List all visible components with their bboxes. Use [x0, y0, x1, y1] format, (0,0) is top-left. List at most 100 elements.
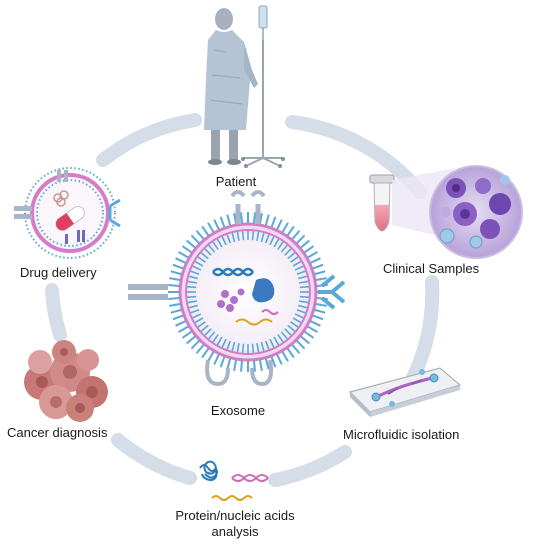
membrane-inner-lipid: [241, 343, 245, 353]
membrane-inner-lipid: [273, 238, 280, 248]
membrane-inner-lipid: [287, 324, 296, 332]
membrane-outer-lipid: [175, 257, 186, 264]
membrane-outer-lipid: [201, 347, 210, 359]
ring-arc-right: [405, 275, 440, 387]
membrane-inner-lipid: [231, 232, 236, 242]
label-protein-analysis-line2: analysis: [211, 524, 259, 539]
membrane-inner-lipid: [187, 300, 197, 304]
cycle-ring: [45, 113, 440, 487]
membrane-outer-lipid: [307, 325, 318, 333]
membrane-outer-lipid: [286, 225, 295, 237]
membrane-inner-lipid: [200, 252, 209, 260]
microfluidic-chip-icon: [348, 367, 462, 417]
membrane-outer-lipid: [240, 360, 243, 372]
membrane-outer-lipid: [219, 216, 226, 228]
membrane-outer-lipid: [168, 297, 180, 300]
membrane-outer-lipid: [270, 356, 277, 368]
membrane-inner-lipid: [294, 313, 304, 319]
membrane-inner-lipid: [212, 241, 219, 250]
membrane-outer-lipid: [233, 359, 238, 371]
membrane-outer-lipid: [291, 230, 301, 240]
membrane-inner-lipid: [265, 340, 270, 350]
membrane-inner-lipid: [256, 231, 260, 241]
membrane-inner-lipid: [236, 231, 240, 241]
membrane-outer-lipid: [169, 277, 181, 282]
membrane-outer-lipid: [190, 340, 200, 350]
membrane-inner-lipid: [284, 328, 292, 336]
tumor-cluster-icon: [24, 340, 108, 422]
membrane-inner-lipid: [251, 231, 255, 241]
membrane-outer-lipid: [168, 284, 180, 287]
label-protein-analysis-line1: Protein/nucleic acids: [175, 508, 295, 523]
membrane-inner-lipid: [290, 321, 299, 328]
membrane-outer-lipid: [181, 245, 193, 254]
membrane-inner-lipid: [221, 338, 227, 348]
ring-arc-top-left: [96, 113, 202, 167]
membrane-outer-lipid: [296, 234, 306, 244]
membrane-inner-lipid: [251, 343, 255, 353]
membrane-outer-lipid: [207, 351, 215, 362]
membrane-inner-lipid: [280, 331, 288, 340]
membrane-inner-lipid: [194, 317, 204, 324]
central-exosome-icon: [128, 190, 346, 387]
membrane-outer-lipid: [270, 216, 277, 228]
membrane-inner-lipid: [192, 313, 202, 319]
membrane-outer-lipid: [281, 351, 289, 362]
membrane-inner-lipid: [292, 317, 302, 324]
membrane-inner-lipid: [204, 328, 212, 336]
sample-tube-icon: [369, 174, 395, 232]
membrane-outer-lipid: [253, 212, 256, 224]
membrane-outer-lipid: [276, 354, 283, 365]
label-microfluidic-isolation: Microfluidic isolation: [343, 427, 460, 442]
membrane-outer-lipid: [303, 330, 315, 339]
membrane-outer-lipid: [303, 245, 315, 254]
membrane-outer-lipid: [219, 356, 226, 368]
membrane-outer-lipid: [175, 320, 186, 327]
membrane-inner-lipid: [298, 304, 308, 309]
membrane-inner-lipid: [277, 241, 284, 250]
label-cancer-diagnosis: Cancer diagnosis: [7, 425, 108, 440]
membrane-outer-lipid: [170, 270, 182, 276]
membrane-inner-lipid: [221, 236, 227, 246]
membrane-inner-lipid: [269, 236, 275, 246]
membrane-inner-lipid: [256, 343, 260, 353]
membrane-inner-lipid: [299, 300, 309, 304]
membrane-outer-lipid: [300, 335, 310, 345]
membrane-inner-lipid: [226, 340, 231, 350]
membrane-inner-lipid: [187, 285, 197, 289]
membrane-outer-lipid: [178, 325, 189, 333]
membrane-outer-lipid: [226, 214, 232, 226]
membrane-inner-lipid: [188, 304, 198, 309]
membrane-outer-lipid: [264, 214, 270, 226]
membrane-inner-lipid: [260, 342, 265, 352]
protein-nucleic-acid-icon: [199, 460, 269, 501]
membrane-inner-lipid: [231, 342, 236, 352]
membrane-outer-lipid: [253, 360, 256, 372]
membrane-outer-lipid: [186, 239, 196, 249]
membrane-inner-lipid: [290, 256, 299, 263]
membrane-inner-lipid: [277, 334, 284, 343]
membrane-outer-lipid: [310, 257, 321, 264]
membrane-inner-lipid: [190, 270, 200, 275]
membrane-outer-lipid: [314, 308, 326, 314]
label-clinical-samples: Clinical Samples: [383, 261, 480, 276]
membrane-inner-lipid: [236, 343, 240, 353]
membrane-inner-lipid: [212, 334, 219, 343]
membrane-outer-lipid: [314, 270, 326, 276]
drug-delivery-exosome-icon: [14, 167, 121, 259]
ring-arc-bottom-left: [111, 433, 197, 485]
membrane-inner-lipid: [208, 244, 216, 253]
membrane-outer-lipid: [281, 222, 289, 233]
membrane-outer-lipid: [195, 344, 205, 354]
membrane-outer-lipid: [178, 251, 189, 259]
membrane-outer-lipid: [307, 251, 318, 259]
membrane-inner-lipid: [269, 338, 275, 348]
membrane-outer-lipid: [207, 222, 215, 233]
membrane-inner-lipid: [216, 336, 223, 346]
membrane-outer-lipid: [213, 354, 220, 365]
membrane-inner-lipid: [187, 280, 197, 284]
membrane-outer-lipid: [169, 302, 181, 307]
membrane-inner-lipid: [241, 231, 245, 241]
membrane-outer-lipid: [264, 358, 270, 370]
membrane-inner-lipid: [296, 309, 306, 314]
